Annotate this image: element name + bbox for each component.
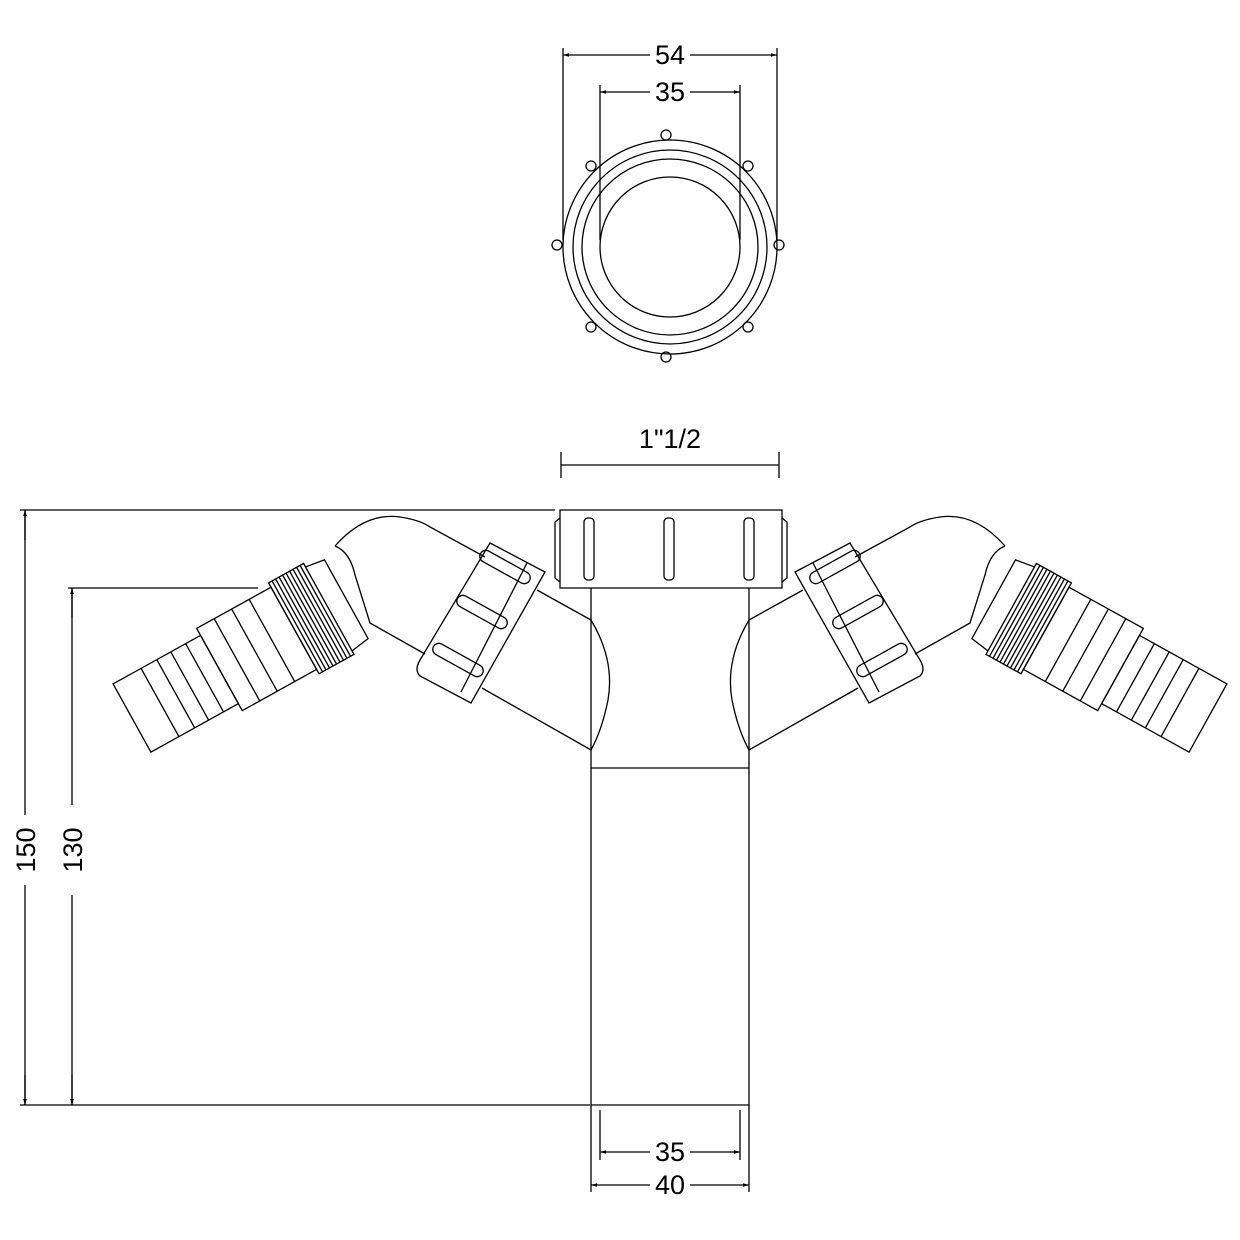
dim-35-top-label: 35 (655, 77, 685, 107)
dim-54-label: 54 (655, 40, 685, 70)
dim-40: 40 (591, 1105, 749, 1200)
thread-dim: 1"1/2 (560, 424, 780, 478)
dim-40-label: 40 (655, 1170, 685, 1200)
dim-35-bottom-label: 35 (655, 1137, 685, 1167)
thread-label: 1"1/2 (639, 424, 701, 454)
side-view: 1"1/2 150 130 (11, 424, 1234, 1200)
nut-lugs (551, 129, 785, 363)
dim-130-label: 130 (58, 827, 88, 872)
dim-150-label: 150 (11, 827, 41, 872)
dim-130: 130 (58, 588, 88, 1105)
dim-150: 150 (11, 510, 41, 1105)
right-inlet-arm (729, 515, 1234, 765)
top-view: 54 35 (551, 40, 785, 363)
top-nut (554, 509, 788, 589)
dim-35-bottom: 35 (600, 1110, 740, 1167)
left-inlet-arm (106, 515, 611, 765)
dim-54: 54 (563, 40, 777, 240)
dim-35-top: 35 (600, 77, 740, 240)
